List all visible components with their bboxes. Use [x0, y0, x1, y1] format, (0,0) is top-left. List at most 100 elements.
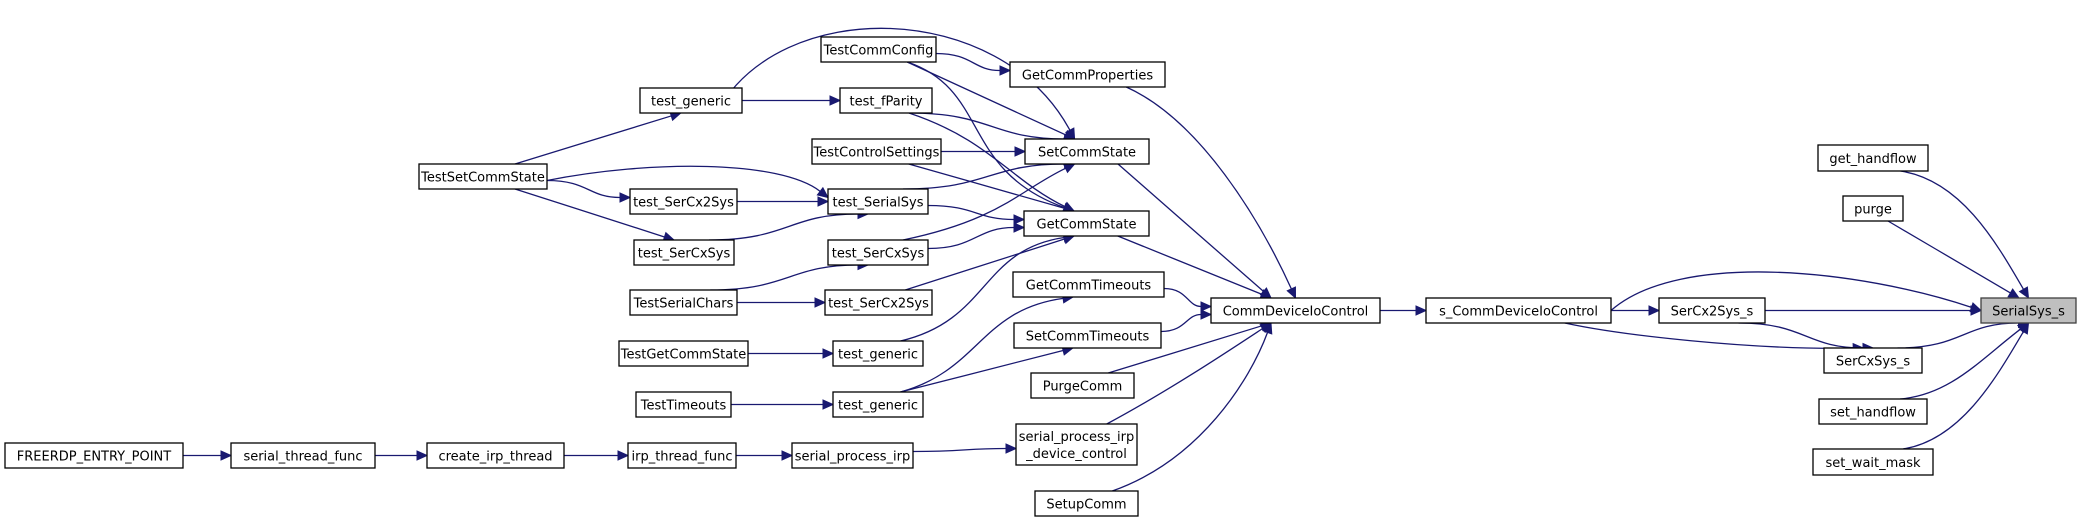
- node-test-sercxsys-2[interactable]: test_SerCxSys: [827, 239, 929, 266]
- node-test-generic-2[interactable]: test_generic: [832, 340, 924, 367]
- node-box[interactable]: [633, 239, 735, 266]
- node-label: SetupComm: [1046, 498, 1126, 513]
- node-box[interactable]: [1023, 210, 1150, 237]
- node-box[interactable]: [1210, 297, 1381, 324]
- node-test-serialsys[interactable]: test_SerialSys: [827, 188, 929, 215]
- node-box[interactable]: [791, 442, 914, 469]
- node-comm-device-io-control[interactable]: CommDeviceIoControl: [1210, 297, 1381, 324]
- node-test-control-settings[interactable]: TestControlSettings: [811, 138, 942, 165]
- node-get-comm-timeouts[interactable]: GetCommTimeouts: [1012, 271, 1165, 298]
- node-box[interactable]: [839, 87, 933, 114]
- node-label: serial_thread_func: [243, 450, 362, 465]
- arrowhead-icon: [1014, 146, 1027, 157]
- edge-get_handflow-to-serialsys_s: [1900, 170, 2030, 300]
- node-test-sercxsys-1[interactable]: test_SerCxSys: [633, 239, 735, 266]
- node-box[interactable]: [1817, 144, 1929, 172]
- node-set-handflow[interactable]: set_handflow: [1818, 398, 1928, 425]
- node-box[interactable]: [629, 188, 738, 215]
- edge-setup_comm-to-comm_device_io_control: [1112, 321, 1273, 492]
- node-box[interactable]: [639, 87, 743, 114]
- edge-line: [546, 165, 821, 192]
- node-box[interactable]: [635, 391, 732, 418]
- node-box[interactable]: [1818, 398, 1928, 425]
- node-sercx2sys-s[interactable]: SerCx2Sys_s: [1658, 297, 1766, 324]
- node-test-sercx2sys-1[interactable]: test_SerCx2Sys: [629, 188, 738, 215]
- node-box[interactable]: [824, 289, 933, 316]
- node-freerdp-entry-point[interactable]: FREERDP_ENTRY_POINT: [4, 442, 184, 469]
- node-box[interactable]: [1030, 372, 1135, 399]
- node-get-comm-properties[interactable]: GetCommProperties: [1009, 61, 1166, 88]
- node-box[interactable]: [1009, 61, 1166, 88]
- node-set-wait-mask[interactable]: set_wait_mask: [1812, 448, 1934, 476]
- edge-line: [1887, 220, 2011, 294]
- edge-test_serial_chars-to-test_sercx2sys_2: [737, 297, 827, 308]
- node-box[interactable]: [827, 239, 929, 266]
- node-sercxsys-s[interactable]: SerCxSys_s: [1823, 347, 1923, 374]
- node-box[interactable]: [1425, 297, 1612, 324]
- node-box[interactable]: [1980, 297, 2077, 324]
- node-box[interactable]: [230, 442, 376, 469]
- node-box[interactable]: [426, 442, 565, 469]
- edge-s_comm_device_io_control-to-sercxsys_s: [1564, 322, 1865, 354]
- node-serialsys-s[interactable]: SerialSys_s: [1980, 297, 2077, 324]
- node-test-serial-chars[interactable]: TestSerialChars: [629, 289, 738, 316]
- node-box[interactable]: [827, 188, 929, 215]
- node-serial-process-irp[interactable]: serial_process_irp: [791, 442, 914, 469]
- node-test-timeouts[interactable]: TestTimeouts: [635, 391, 732, 418]
- edge-line: [908, 112, 1066, 208]
- node-purge[interactable]: purge: [1842, 195, 1904, 222]
- node-get-handflow[interactable]: get_handflow: [1817, 144, 1929, 172]
- node-s-comm-device-io-control[interactable]: s_CommDeviceIoControl: [1425, 297, 1612, 324]
- arrowhead-icon: [1262, 321, 1273, 335]
- node-serial-thread-func[interactable]: serial_thread_func: [230, 442, 376, 469]
- edge-line: [1610, 271, 1972, 311]
- node-label: GetCommState: [1037, 218, 1137, 233]
- node-test-fparity[interactable]: test_fParity: [839, 87, 933, 114]
- arrowhead-icon: [817, 196, 830, 207]
- edge-purge-to-serialsys_s: [1887, 220, 2021, 299]
- node-box[interactable]: [4, 442, 184, 469]
- node-box[interactable]: [832, 391, 924, 418]
- node-serial-process-irp-device-control[interactable]: serial_process_irp_device_control: [1015, 423, 1138, 466]
- arrowhead-icon: [1648, 305, 1661, 316]
- node-set-comm-timeouts[interactable]: SetCommTimeouts: [1013, 322, 1162, 349]
- node-box[interactable]: [1823, 347, 1923, 374]
- node-test-get-comm-state[interactable]: TestGetCommState: [618, 340, 749, 367]
- node-test-generic-1[interactable]: test_generic: [639, 87, 743, 114]
- node-box[interactable]: [1842, 195, 1904, 222]
- node-purge-comm[interactable]: PurgeComm: [1030, 372, 1135, 399]
- edge-line: [1108, 325, 1262, 374]
- node-set-comm-state[interactable]: SetCommState: [1024, 138, 1150, 165]
- arrowhead-icon: [822, 399, 835, 410]
- edge-test_control_settings-to-set_comm_state: [941, 146, 1027, 157]
- node-label: SerCxSys_s: [1836, 355, 1911, 370]
- node-box[interactable]: [1012, 271, 1165, 298]
- node-test-sercx2sys-2[interactable]: test_SerCx2Sys: [824, 289, 933, 316]
- node-box[interactable]: [820, 36, 937, 63]
- node-test-set-comm-state[interactable]: TestSetCommState: [418, 163, 548, 190]
- node-test-comm-config[interactable]: TestCommConfig: [820, 36, 937, 63]
- node-get-comm-state[interactable]: GetCommState: [1023, 210, 1150, 237]
- node-box[interactable]: [1013, 322, 1162, 349]
- node-box[interactable]: [618, 340, 749, 367]
- node-irp-thread-func[interactable]: irp_thread_func: [627, 442, 737, 469]
- edge-line: [927, 204, 1015, 221]
- node-box[interactable]: [1658, 297, 1766, 324]
- node-box[interactable]: [1034, 490, 1139, 517]
- node-box[interactable]: [629, 289, 738, 316]
- node-label: purge: [1854, 203, 1892, 218]
- node-box[interactable]: [811, 138, 942, 165]
- node-box[interactable]: [1015, 423, 1138, 466]
- edge-create_irp_thread-to-irp_thread_func: [563, 450, 630, 461]
- node-box[interactable]: [418, 163, 548, 190]
- node-box[interactable]: [627, 442, 737, 469]
- node-box[interactable]: [1024, 138, 1150, 165]
- node-create-irp-thread[interactable]: create_irp_thread: [426, 442, 565, 469]
- node-box[interactable]: [1812, 448, 1934, 476]
- node-label: create_irp_thread: [438, 450, 552, 465]
- edge-line: [1160, 313, 1202, 333]
- node-box[interactable]: [832, 340, 924, 367]
- edge-line: [710, 264, 859, 291]
- node-setup-comm[interactable]: SetupComm: [1034, 490, 1139, 517]
- node-test-generic-3[interactable]: test_generic: [832, 391, 924, 418]
